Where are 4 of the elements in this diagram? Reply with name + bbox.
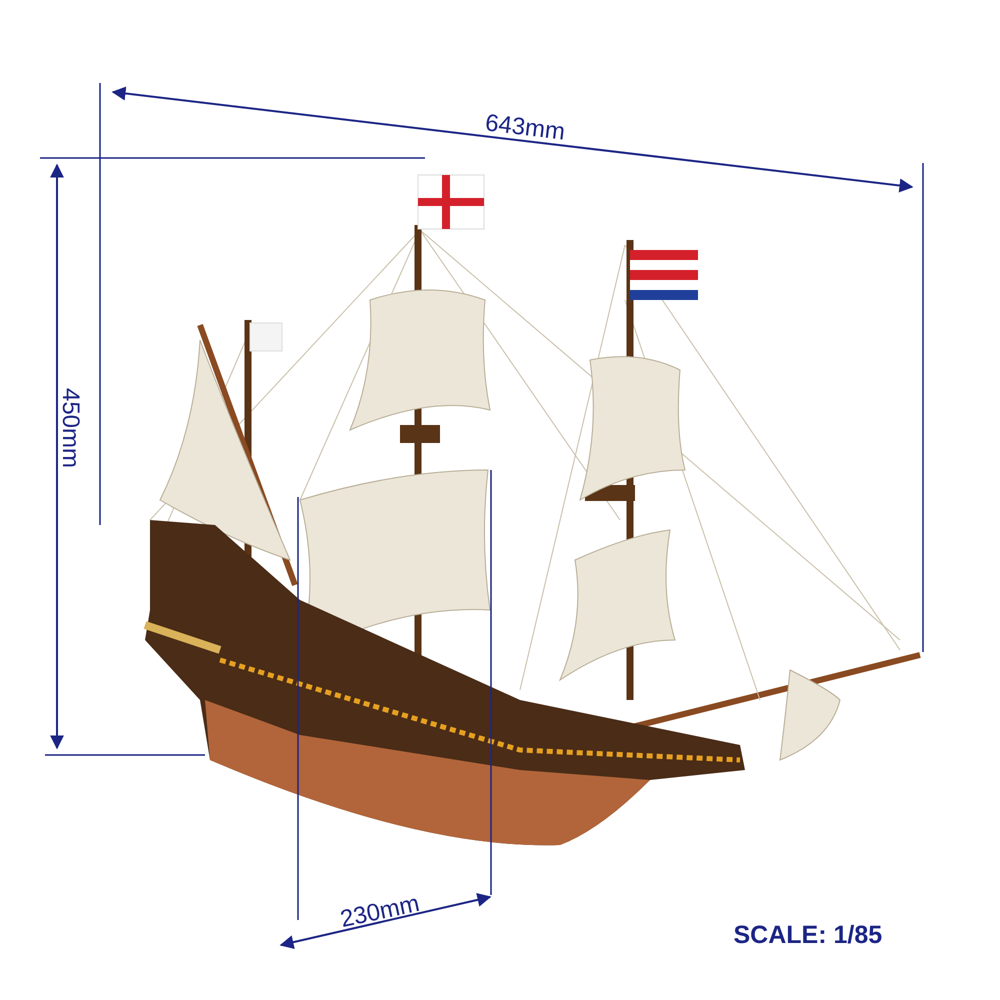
dimension-label: 230mm <box>338 892 422 932</box>
scale-note: SCALE: 1/85 <box>734 922 882 948</box>
dimension-label: 450mm <box>58 388 82 468</box>
dimension-label: 643mm <box>484 111 566 145</box>
